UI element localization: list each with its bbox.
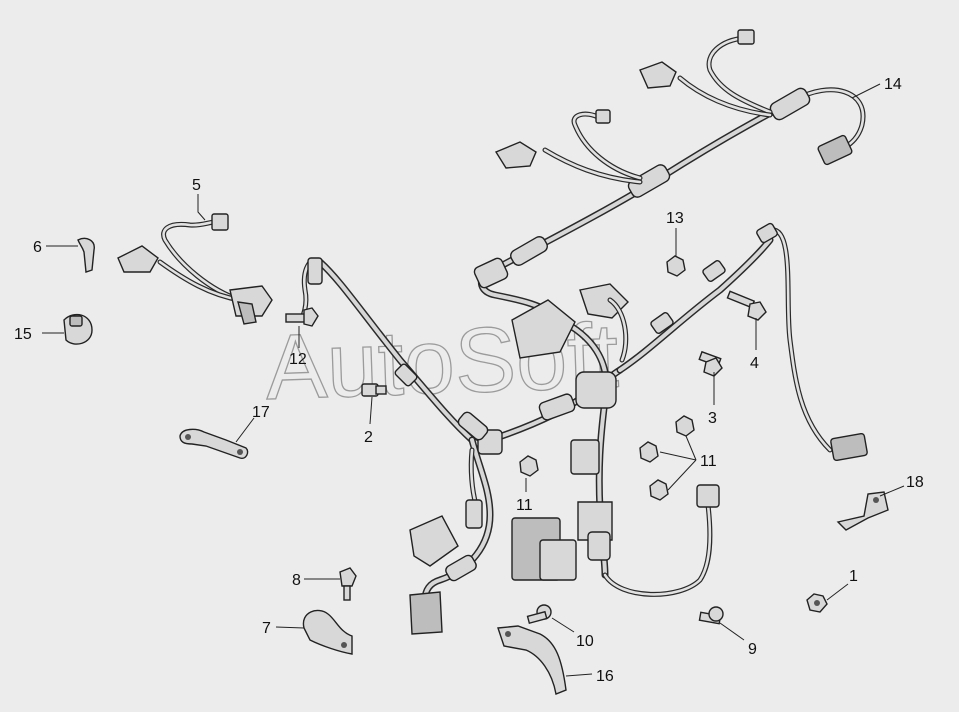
central-harness <box>486 222 868 597</box>
part-13-nut <box>666 255 686 277</box>
part-1-flange-nut <box>806 593 828 613</box>
part-8-bolt <box>339 567 357 601</box>
callout-15: 15 <box>14 326 32 343</box>
callout-14: 14 <box>884 76 902 93</box>
callout-10: 10 <box>576 633 594 650</box>
callout-11-left: 11 <box>516 497 533 514</box>
part-16-bracket <box>497 625 567 695</box>
callout-18: 18 <box>906 474 924 491</box>
sensor-harness-part-5 <box>117 213 273 325</box>
part-11-nuts <box>519 415 695 501</box>
part-15-band-clip <box>63 313 93 345</box>
callout-8: 8 <box>292 572 301 589</box>
part-9-bolt <box>698 606 724 625</box>
part-10-bolt <box>526 604 552 625</box>
callout-2: 2 <box>364 429 373 446</box>
callout-1: 1 <box>849 568 858 585</box>
callout-labels: 1 2 3 4 5 6 7 8 9 10 11 11 12 13 14 15 1… <box>14 76 924 685</box>
callout-6: 6 <box>33 239 42 256</box>
part-18-bracket <box>836 491 889 531</box>
callout-3: 3 <box>708 410 717 427</box>
callout-13: 13 <box>666 210 684 227</box>
part-4-bolt <box>726 290 767 321</box>
callout-4: 4 <box>750 355 759 372</box>
part-17-bracket <box>179 428 249 460</box>
leader-lines <box>42 83 905 677</box>
callout-12: 12 <box>289 351 307 368</box>
left-harness-branch <box>297 257 503 635</box>
callout-17: 17 <box>252 404 270 421</box>
main-harness-part-14 <box>473 29 866 324</box>
part-6-clip <box>77 237 95 273</box>
callout-9: 9 <box>748 641 757 658</box>
part-3-bolt <box>698 350 723 377</box>
part-12-bolt <box>285 307 319 327</box>
callout-7: 7 <box>262 620 271 637</box>
callout-16: 16 <box>596 668 614 685</box>
part-2-bolt <box>361 383 387 397</box>
part-7-clamp <box>302 609 353 655</box>
callout-5: 5 <box>192 177 201 194</box>
callout-11-right: 11 <box>700 453 717 470</box>
